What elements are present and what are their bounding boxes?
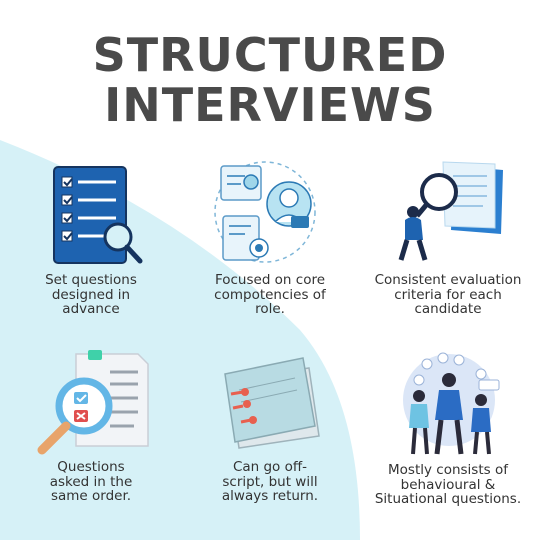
papers-paperclips-icon	[224, 357, 320, 449]
team-discussion-icon	[403, 352, 500, 455]
clipboard-magnifier-icon	[37, 350, 149, 455]
title-line-1: STRUCTURED	[92, 28, 448, 82]
profile-documents-icon	[214, 161, 316, 263]
title-line-2: INTERVIEWS	[104, 78, 436, 132]
checklist-magnifier-icon	[53, 166, 143, 264]
page-title: STRUCTURED INTERVIEWS	[0, 30, 540, 130]
person-magnifier-document-icon	[398, 161, 503, 261]
